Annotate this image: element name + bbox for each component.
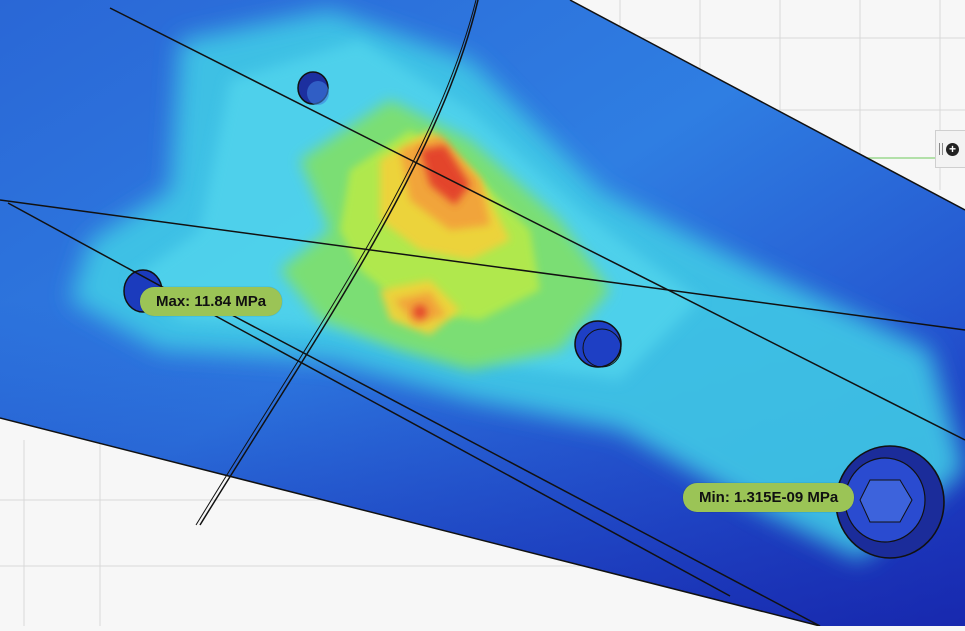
mounting-hole bbox=[297, 71, 329, 105]
counterbore-hole bbox=[835, 445, 945, 559]
mounting-hole bbox=[574, 320, 622, 368]
max-stress-probe-label[interactable]: Max: 11.84 MPa bbox=[140, 287, 283, 316]
drag-handle-icon[interactable] bbox=[939, 143, 943, 155]
navigation-widget[interactable]: + bbox=[935, 130, 965, 168]
min-stress-probe-label[interactable]: Min: 1.315E-09 MPa bbox=[683, 483, 855, 512]
plus-circle-icon[interactable]: + bbox=[946, 142, 959, 156]
